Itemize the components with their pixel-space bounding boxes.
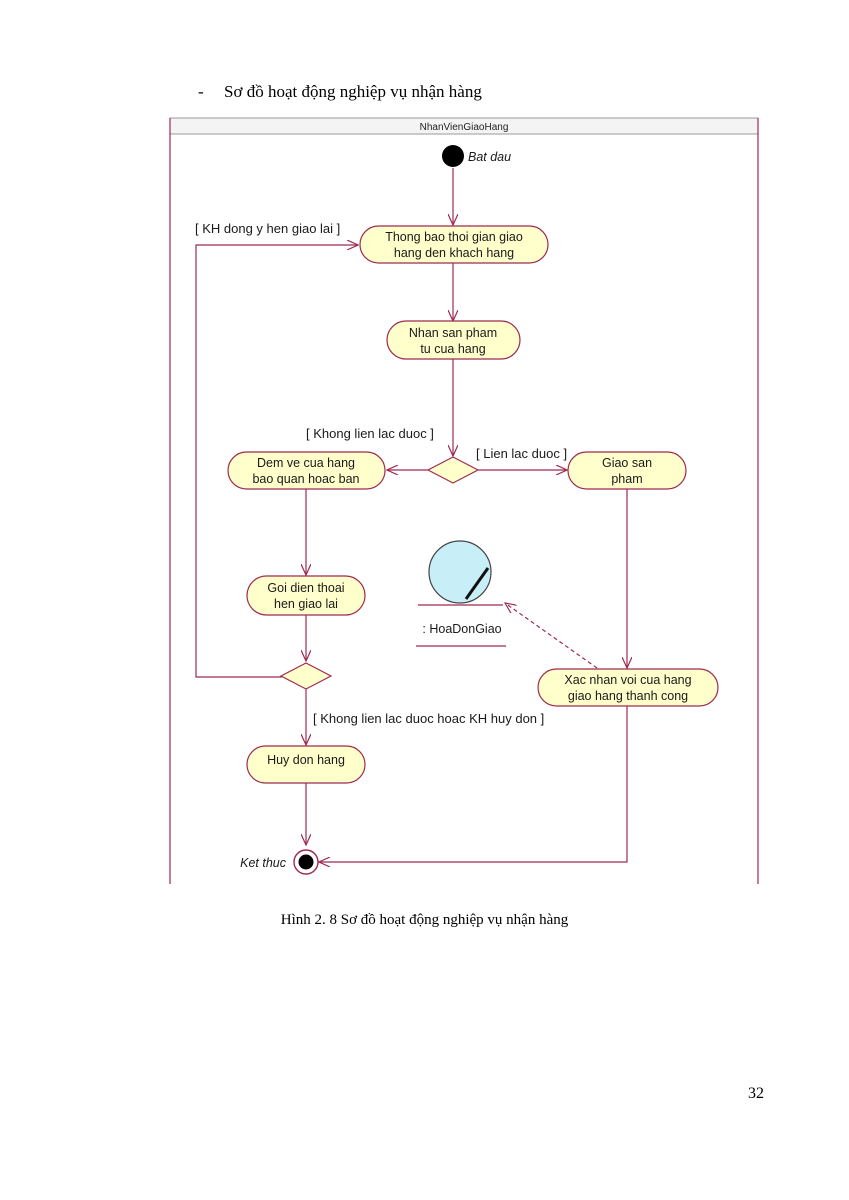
edge-object-flow bbox=[505, 603, 598, 669]
decision-hen-giao-lai bbox=[279, 662, 333, 690]
svg-text:giao hang thanh cong: giao hang thanh cong bbox=[568, 689, 688, 703]
guard-lien-lac: [ Lien lac duoc ] bbox=[476, 446, 567, 461]
svg-text:Thong bao thoi gian giao: Thong bao thoi gian giao bbox=[385, 230, 523, 244]
svg-text:tu cua hang: tu cua hang bbox=[420, 342, 485, 356]
swimlane: NhanVienGiaoHang bbox=[169, 117, 759, 884]
swimlane-title: NhanVienGiaoHang bbox=[420, 122, 509, 133]
guard-kh-dong-y: [ KH dong y hen giao lai ] bbox=[195, 221, 340, 236]
activity-nhan-san-pham: Nhan san pham tu cua hang bbox=[386, 320, 521, 360]
object-hoa-don-giao: : HoaDonGiao bbox=[416, 540, 506, 647]
figure-caption: Hình 2. 8 Sơ đồ hoạt động nghiệp vụ nhận… bbox=[280, 912, 569, 928]
guard-khong-lien-lac-huy: [ Khong lien lac duoc hoac KH huy don ] bbox=[313, 711, 544, 726]
page-number: 32 bbox=[748, 1085, 764, 1102]
end-label: Ket thuc bbox=[240, 856, 287, 870]
svg-text:Goi dien thoai: Goi dien thoai bbox=[267, 581, 344, 595]
svg-text:pham: pham bbox=[611, 472, 642, 486]
flow-edges bbox=[195, 168, 628, 862]
activity-thong-bao: Thong bao thoi gian giao hang den khach … bbox=[359, 225, 549, 264]
start-label: Bat dau bbox=[468, 150, 511, 164]
svg-text:Giao san: Giao san bbox=[602, 456, 652, 470]
edge-loop-back bbox=[195, 245, 358, 678]
object-clock-icon bbox=[428, 540, 492, 604]
section-heading: - Sơ đồ hoạt động nghiệp vụ nhận hàng bbox=[198, 82, 482, 102]
end-node-core bbox=[298, 854, 314, 870]
activity-giao-san-pham: Giao san pham bbox=[567, 451, 687, 490]
activity-xac-nhan: Xac nhan voi cua hang giao hang thanh co… bbox=[537, 668, 719, 707]
svg-text:Xac nhan voi cua hang: Xac nhan voi cua hang bbox=[564, 673, 691, 687]
start-node bbox=[442, 145, 464, 167]
svg-text:Huy don hang: Huy don hang bbox=[267, 753, 345, 767]
guard-khong-lien-lac: [ Khong lien lac duoc ] bbox=[306, 426, 434, 441]
svg-text:Dem ve cua hang: Dem ve cua hang bbox=[257, 456, 355, 470]
edge-xacnhan-end bbox=[319, 706, 628, 862]
svg-text:Nhan san pham: Nhan san pham bbox=[409, 326, 497, 340]
heading-bullet: - bbox=[198, 82, 204, 101]
activity-goi-dien: Goi dien thoai hen giao lai bbox=[246, 575, 366, 616]
svg-text:bao quan hoac ban: bao quan hoac ban bbox=[252, 472, 359, 486]
activity-dem-ve: Dem ve cua hang bao quan hoac ban bbox=[227, 451, 386, 490]
activity-huy-don: Huy don hang bbox=[246, 745, 366, 784]
heading-text: Sơ đồ hoạt động nghiệp vụ nhận hàng bbox=[224, 82, 482, 101]
svg-text:hen giao lai: hen giao lai bbox=[274, 597, 338, 611]
object-label: : HoaDonGiao bbox=[422, 622, 501, 636]
decision-lien-lac bbox=[426, 456, 480, 484]
svg-text:hang den khach hang: hang den khach hang bbox=[394, 246, 514, 260]
